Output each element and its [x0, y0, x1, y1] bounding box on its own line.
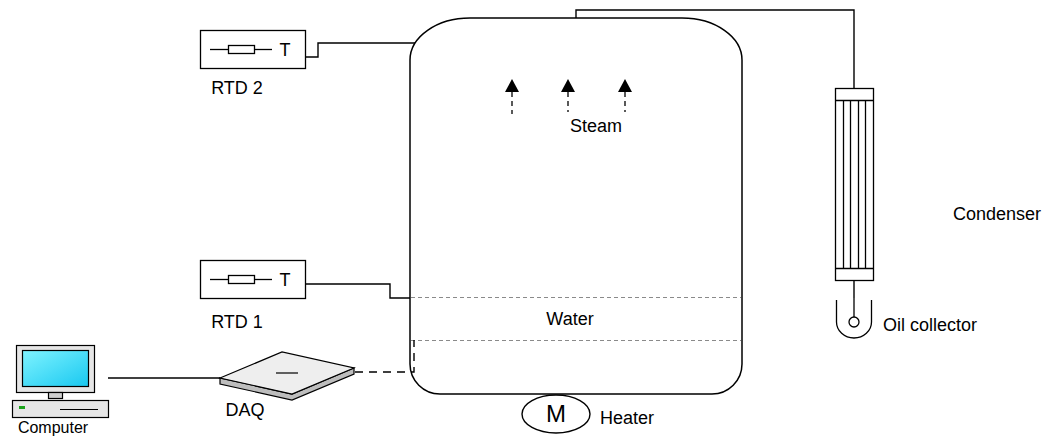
- node-label: RTD 1: [200, 312, 274, 332]
- connector-line: [853, 280, 854, 298]
- node-label: Water: [534, 309, 606, 329]
- oil-collector-symbol: [837, 298, 872, 338]
- oil-collector: Oil collector: [835, 298, 1040, 340]
- node-label: Computer: [8, 420, 98, 436]
- connector-line: [306, 284, 410, 298]
- node-label: Heater: [600, 408, 670, 428]
- node-label: Steam: [560, 116, 632, 136]
- heater: M Heater: [522, 394, 672, 436]
- rtd-symbol: [201, 261, 306, 299]
- node-label: T: [276, 40, 294, 60]
- condenser-symbol: [835, 89, 874, 281]
- steam-arrows: [505, 79, 632, 114]
- node-label: Oil collector: [883, 315, 993, 335]
- node-label: M: [539, 401, 573, 427]
- rtd-symbol: [201, 31, 306, 69]
- heater-symbol: [522, 395, 590, 433]
- connector-line: [306, 43, 415, 57]
- daq-icon: [220, 352, 354, 400]
- daq-unit: DAQ: [220, 350, 355, 420]
- connector-line: [576, 10, 854, 88]
- rtd-sensor: TRTD 2: [200, 30, 306, 100]
- rtd-sensor: T RTD 1: [200, 260, 306, 332]
- computer: Computer: [8, 343, 108, 437]
- condenser: Condenser: [835, 88, 1042, 280]
- node-label: Condenser: [953, 204, 1041, 224]
- node-label: T: [276, 270, 294, 290]
- node-label: DAQ: [220, 400, 270, 420]
- vessel: SteamWater: [410, 18, 742, 394]
- connector-line: [108, 377, 220, 378]
- connector-line: [355, 340, 414, 372]
- water-level: [411, 298, 741, 341]
- vessel-outline: [410, 18, 742, 394]
- water-band: Water: [410, 297, 742, 340]
- node-label: RTD 2: [200, 78, 274, 98]
- computer-icon: [13, 346, 109, 418]
